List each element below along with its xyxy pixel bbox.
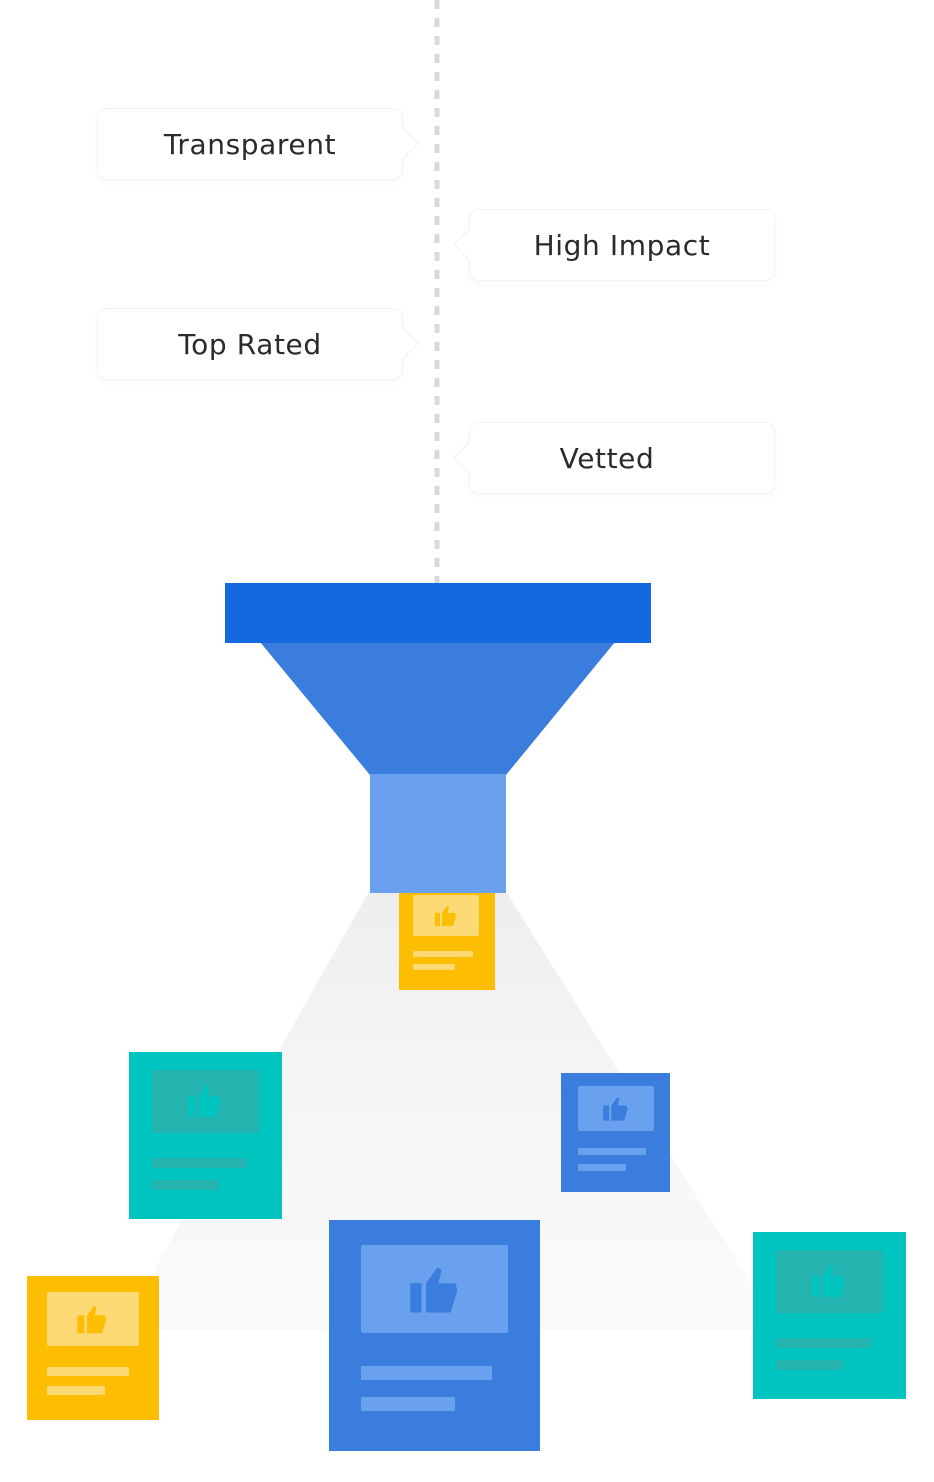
funnel-cone xyxy=(260,642,615,775)
card-blue-right xyxy=(561,1073,670,1192)
card-line xyxy=(47,1386,105,1395)
card-teal-right xyxy=(753,1232,906,1399)
tag-top-rated-label: Top Rated xyxy=(178,327,322,361)
thumbs-up-icon xyxy=(603,1097,628,1121)
card-line xyxy=(361,1397,455,1411)
card-line xyxy=(413,964,455,970)
card-line xyxy=(413,951,473,957)
card-line xyxy=(578,1148,646,1155)
thumbs-up-icon xyxy=(77,1305,107,1334)
thumbs-up-icon xyxy=(410,1267,458,1313)
thumbs-up-icon xyxy=(811,1265,845,1297)
tag-high-impact: High Impact xyxy=(469,209,775,281)
output-beam xyxy=(120,890,780,1330)
card-yellow-top xyxy=(399,893,495,990)
thumbs-up-icon xyxy=(435,906,456,926)
card-blue-large xyxy=(329,1220,540,1451)
tag-vetted-label: Vetted xyxy=(559,441,655,475)
tag-transparent: Transparent xyxy=(97,108,403,180)
card-line xyxy=(776,1338,871,1348)
card-line xyxy=(578,1164,626,1171)
funnel-spout xyxy=(370,774,506,893)
tag-high-impact-label: High Impact xyxy=(533,228,711,262)
card-line xyxy=(361,1366,492,1380)
thumbs-up-icon xyxy=(187,1085,221,1117)
tag-vetted: Vetted xyxy=(469,422,775,494)
card-line xyxy=(47,1367,129,1376)
card-line xyxy=(776,1360,843,1370)
card-teal-left xyxy=(129,1052,282,1219)
tag-transparent-label: Transparent xyxy=(163,127,337,161)
card-yellow-left xyxy=(27,1276,159,1420)
funnel-rim xyxy=(225,583,651,643)
tag-top-rated: Top Rated xyxy=(97,308,403,380)
card-line xyxy=(152,1158,247,1168)
card-line xyxy=(152,1180,219,1190)
